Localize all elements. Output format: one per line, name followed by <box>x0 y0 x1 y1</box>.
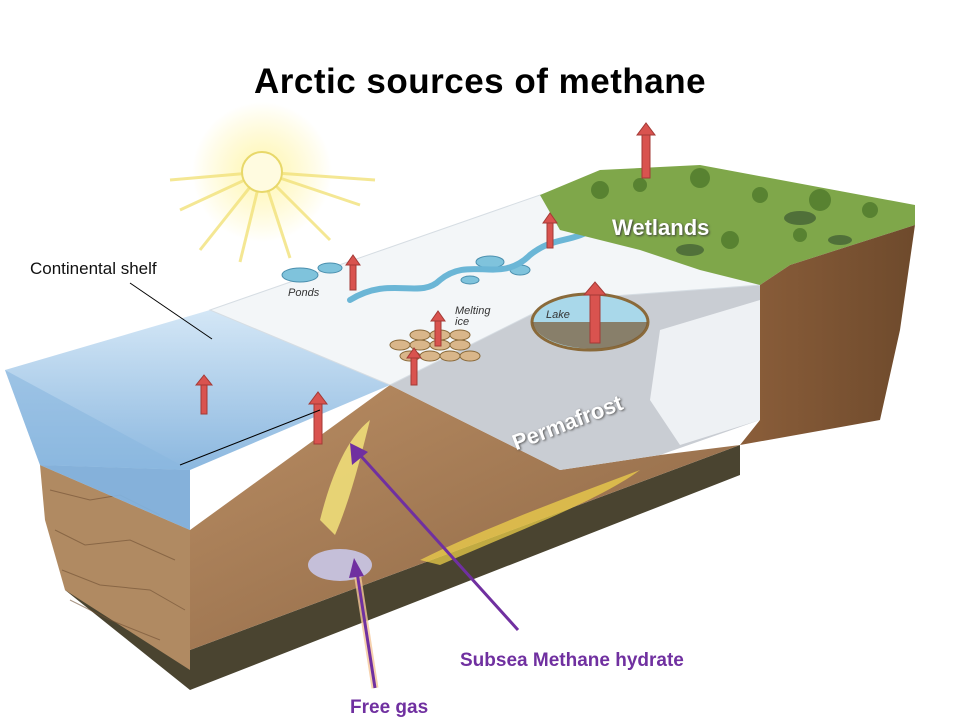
permafrost-ice-patch <box>650 300 760 445</box>
sun-icon <box>169 102 376 263</box>
hydrate-deposit-lower <box>420 470 640 565</box>
hydrate-arrowhead <box>350 443 368 465</box>
sea-left-face <box>5 370 190 530</box>
ponds-label: Ponds <box>288 287 320 299</box>
wetland-vegetation <box>591 168 878 249</box>
wetlands-label: Wetlands <box>612 215 710 240</box>
page-title: Arctic sources of methane <box>253 62 707 101</box>
free-gas-label: Free gas <box>350 697 429 718</box>
methane-arrow-icons <box>194 122 656 445</box>
continental-shelf-leader <box>129 282 213 340</box>
subsea-hydrate-label: Subsea Methane hydrate <box>460 650 684 671</box>
melting-ice-label-line2: ice <box>455 316 470 328</box>
ponds <box>281 255 531 285</box>
sediment-side <box>190 385 740 650</box>
hydrate-pointer-arrow <box>358 453 520 632</box>
soil-cliff <box>740 225 915 445</box>
free-gas-pointer-arrow <box>355 571 377 689</box>
melting-ice-label-line1: Melting <box>455 305 491 317</box>
lake-label: Lake <box>546 309 570 321</box>
river <box>347 222 603 303</box>
melting-ice-label: Melting ice <box>455 306 490 328</box>
shelf-boundary-line <box>179 409 321 466</box>
sediment-front-face <box>40 465 190 670</box>
free-gas-arrowhead <box>349 558 364 578</box>
continental-shelf-label: Continental shelf <box>30 259 157 278</box>
